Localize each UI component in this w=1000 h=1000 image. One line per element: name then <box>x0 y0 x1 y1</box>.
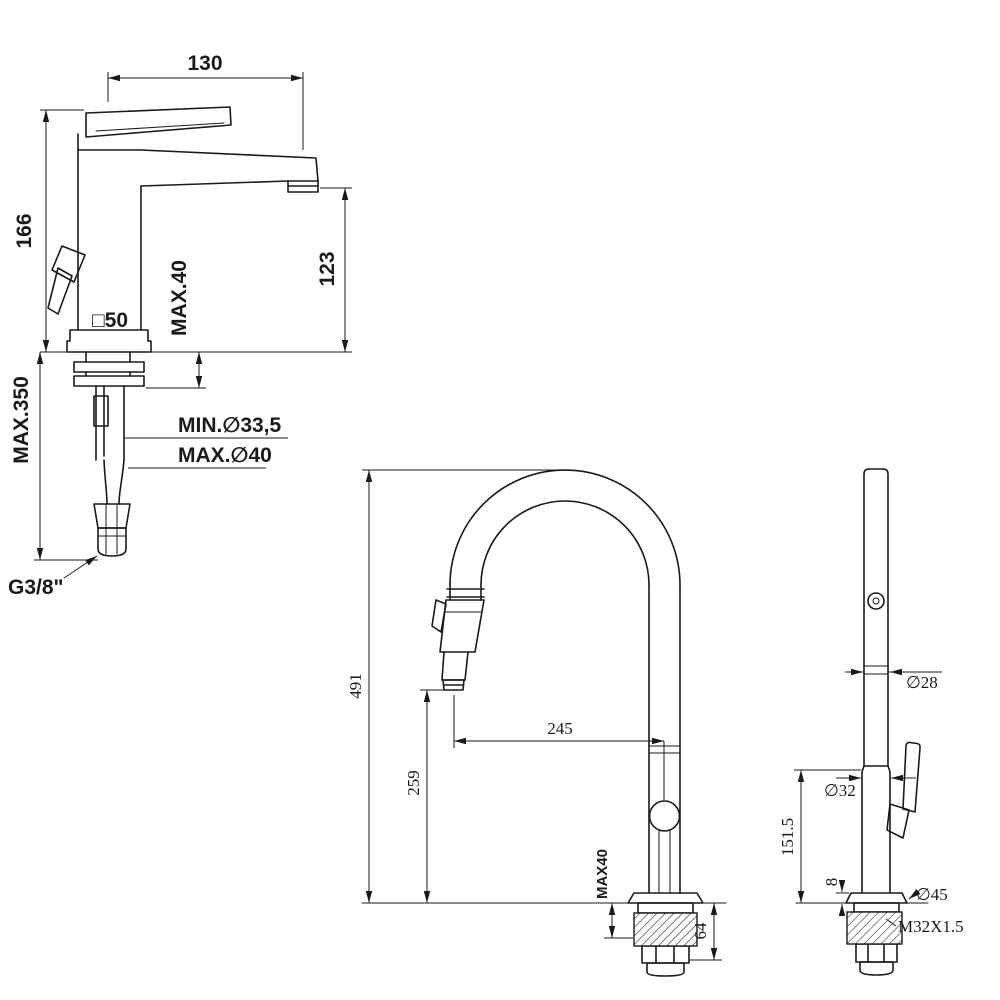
dim-kitchen-total-height: 491 <box>346 673 365 699</box>
dim-basin-max-hose-length: MAX.350 <box>10 376 33 464</box>
dim-kitchen-base-diameter: ∅45 <box>916 885 948 904</box>
basin-dimension-lines <box>34 72 352 579</box>
dim-kitchen-max-deck-thickness: MAX40 <box>594 849 611 899</box>
kitchen-front-mounting-nut <box>846 911 903 945</box>
kitchen-side-dimension-lines <box>362 469 722 961</box>
kitchen-spray-aerator <box>442 679 465 691</box>
kitchen-front-button <box>867 592 885 610</box>
dim-basin-inlet-thread: G3/8" <box>8 576 63 599</box>
basin-faucet-outline <box>47 106 319 557</box>
kitchen-front-dimension-lines <box>794 668 942 927</box>
dim-kitchen-tube-diameter: ∅28 <box>906 673 938 692</box>
basin-handle-lever <box>85 106 232 138</box>
kitchen-mounting-nut <box>633 912 698 947</box>
kitchen-gooseneck <box>449 469 681 586</box>
dim-kitchen-shank-length: 64 <box>691 922 710 940</box>
kitchen-front-outline <box>795 468 929 976</box>
dim-kitchen-base-plate-height: 8 <box>822 878 841 887</box>
basin-spout <box>140 149 319 182</box>
kitchen-side-outline <box>361 469 727 977</box>
dim-kitchen-handle-zone-height: 151.5 <box>778 818 797 856</box>
dim-basin-max-deck-thickness: MAX.40 <box>168 260 191 336</box>
dim-kitchen-spout-reach: 245 <box>547 719 573 738</box>
dim-kitchen-body-diameter: ∅32 <box>824 781 856 800</box>
basin-aerator <box>287 180 319 193</box>
kitchen-front-handle-lever <box>902 741 921 813</box>
dim-kitchen-outlet-height: 259 <box>404 770 423 796</box>
dim-basin-spout-reach: 130 <box>187 52 222 75</box>
basin-hose-connector <box>93 503 131 529</box>
kitchen-hose-joint <box>648 800 681 832</box>
kitchen-spray-nozzle <box>441 651 469 681</box>
basin-side-lever <box>47 245 86 315</box>
kitchen-front-body <box>861 771 891 894</box>
dim-basin-body-height: 166 <box>13 213 36 248</box>
kitchen-faucet-front-drawing: ∅28 ∅32 151.5 8 ∅45 M32X1.5 <box>778 468 964 976</box>
kitchen-faucet-side-drawing: 491 259 245 MAX40 64 <box>346 469 727 977</box>
kitchen-front-lower-nut <box>855 943 898 963</box>
basin-hose <box>103 459 125 505</box>
dim-basin-spout-height: 123 <box>316 251 339 286</box>
kitchen-base-flange <box>627 892 704 904</box>
kitchen-spray-trigger <box>431 599 447 633</box>
kitchen-spray-head <box>439 599 485 653</box>
basin-base-plate <box>66 329 152 353</box>
kitchen-riser <box>648 584 681 894</box>
basin-faucet-drawing: 130 166 123 MAX.40 □50 MIN.∅33,5 MAX.∅40… <box>8 52 352 599</box>
kitchen-spray-collar <box>446 584 485 601</box>
basin-shank <box>85 351 131 363</box>
dim-basin-min-hole: MIN.∅33,5 <box>178 414 282 437</box>
dim-basin-body-section: □50 <box>92 309 128 332</box>
kitchen-front-tube <box>863 468 889 767</box>
kitchen-lower-nut <box>641 945 690 964</box>
kitchen-front-flange <box>845 892 908 904</box>
dim-kitchen-mounting-thread: M32X1.5 <box>898 917 964 936</box>
dim-basin-max-hole: MAX.∅40 <box>178 444 272 467</box>
